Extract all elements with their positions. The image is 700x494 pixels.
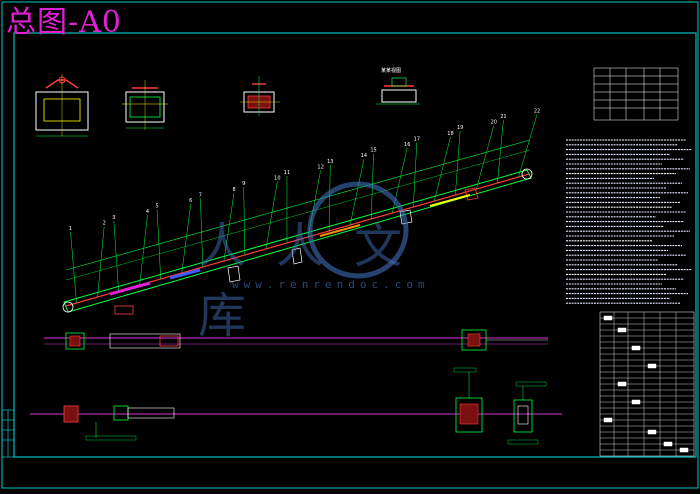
- balloon-number: 13: [327, 159, 333, 165]
- balloon-number: 21: [500, 114, 506, 120]
- balloon-number: 10: [274, 176, 280, 182]
- section-view-label: 某某视图: [381, 67, 401, 74]
- leader-line: [113, 220, 119, 292]
- balloon-number: 16: [404, 142, 410, 148]
- leader-line: [476, 125, 495, 190]
- balloon-number: 11: [284, 170, 290, 176]
- leader-line: [518, 114, 538, 178]
- balloon-number: 15: [370, 148, 376, 154]
- title-block-cell-text: [603, 417, 613, 423]
- balloon-number: 3: [112, 215, 115, 221]
- binding-strip: [1, 409, 15, 458]
- balloon-number: 20: [491, 120, 497, 126]
- leader-line: [139, 215, 148, 286]
- detail-view-4: 某某视图: [376, 67, 420, 105]
- balloon-number: 12: [317, 164, 323, 170]
- leader-line: [328, 164, 331, 232]
- title-block-cell-text: [631, 399, 641, 405]
- detail-view-2: [122, 80, 168, 130]
- plan-view-lower: [30, 367, 562, 445]
- leader-line: [413, 142, 418, 208]
- detail-view-1: [35, 74, 89, 137]
- title-block: [599, 311, 695, 457]
- title-block-cell-text: [617, 327, 627, 333]
- technical-notes: [566, 139, 692, 304]
- balloon-number: 14: [361, 153, 367, 159]
- balloon-number: 22: [534, 108, 540, 114]
- balloon-number: 1: [69, 226, 72, 232]
- title-block-cell-text: [647, 429, 657, 435]
- balloon-number: 6: [189, 198, 192, 204]
- leader-line: [97, 226, 105, 298]
- balloon-number: 7: [199, 192, 202, 198]
- leader-line: [370, 153, 374, 220]
- plan-view-upper: [44, 329, 548, 351]
- balloon-number: 4: [146, 209, 149, 215]
- balloon-number: 17: [414, 136, 420, 142]
- balloon-number: 8: [232, 187, 235, 193]
- balloon-number: 19: [457, 125, 463, 131]
- leader-line: [349, 159, 365, 226]
- leader-line: [223, 192, 235, 262]
- title-block-cell-text: [647, 363, 657, 369]
- balloon-number: 9: [242, 181, 245, 187]
- leader-line: [434, 136, 451, 202]
- leader-line: [70, 231, 77, 304]
- detail-view-3: [240, 76, 280, 116]
- balloon-number: 18: [447, 131, 453, 137]
- drawing-title: 总图-A0: [6, 5, 122, 40]
- balloon-number: 5: [156, 204, 159, 210]
- parameter-table: [593, 67, 679, 121]
- leader-line: [455, 131, 461, 196]
- leader-line: [391, 147, 408, 214]
- leader-line: [307, 170, 321, 238]
- balloon-number: 2: [103, 220, 106, 226]
- leader-line: [265, 181, 278, 250]
- title-block-cell-text: [663, 441, 673, 447]
- title-block-cell-text: [603, 315, 613, 321]
- title-block-cell-text: [631, 345, 641, 351]
- leader-line: [156, 209, 161, 280]
- leader-line: [181, 203, 191, 274]
- inner-frame: [13, 32, 697, 458]
- leader-line: [200, 198, 204, 268]
- title-block-cell-text: [679, 447, 689, 453]
- leader-line: [497, 119, 504, 184]
- title-block-cell-text: [617, 381, 627, 387]
- leader-line: [243, 187, 246, 256]
- inclined-belt-conveyor: [62, 139, 533, 315]
